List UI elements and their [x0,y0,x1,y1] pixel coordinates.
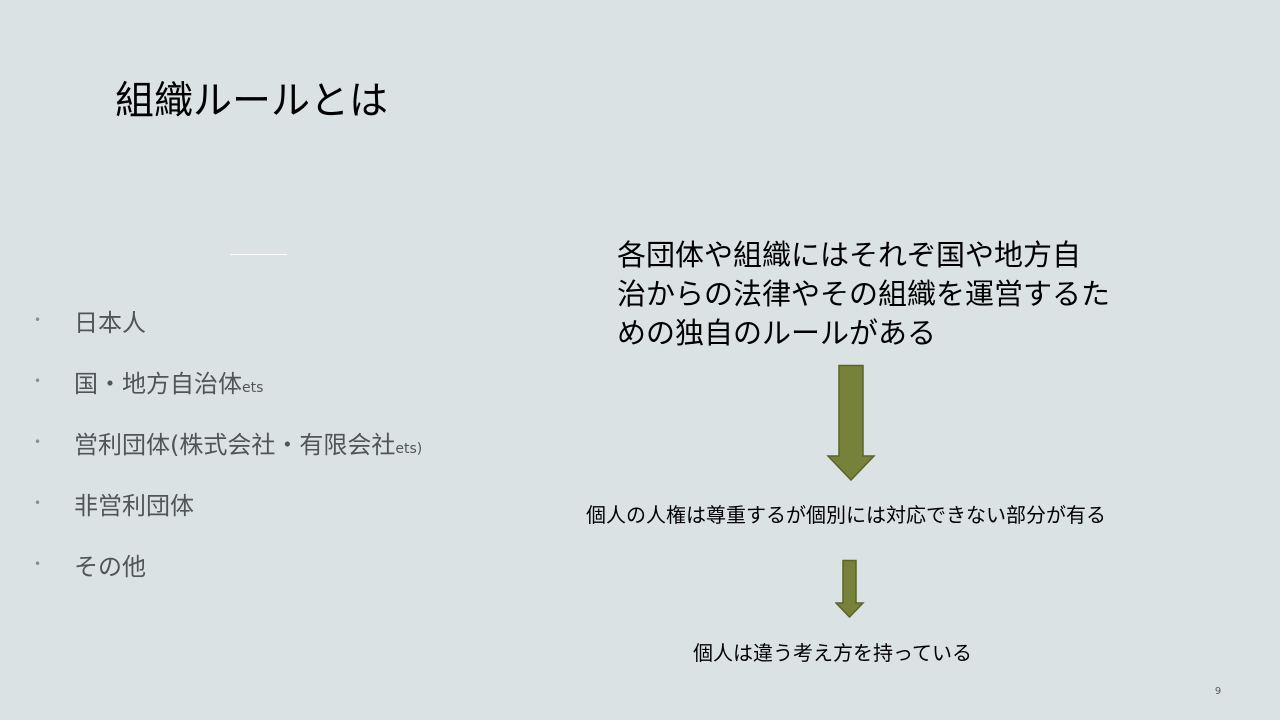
bullet-marker: • [34,435,42,449]
slide-title: 組織ルールとは [115,79,389,124]
bullet-text: 日本人 [74,305,146,345]
bullet-main: その他 [74,553,146,581]
bullet-main: 営利団体(株式会社・有限会社 [74,431,396,459]
bullet-text: 営利団体(株式会社・有限会社ets) [74,427,422,467]
main-statement-line: めの独自のルールがある [617,316,937,350]
main-statement-line: 各団体や組織にはそれぞ国や地方自 [617,238,1082,272]
down-arrow-small-shape [835,559,865,619]
statement-2: 個人は違う考え方を持っている [693,641,972,665]
main-statement: 各団体や組織にはそれぞ国や地方自 治からの法律やその組織を運営するた めの独自の… [617,236,1177,353]
bullet-main: 非営利団体 [74,492,194,520]
bullet-marker: • [34,496,42,510]
title-divider [230,254,287,255]
bullet-suffix: ets [242,380,264,396]
down-arrow-large-shape [826,364,876,482]
page-number: 9 [1214,686,1222,697]
bullet-main: 日本人 [74,309,146,337]
bullet-text: その他 [74,549,146,589]
bullet-suffix: ets) [395,441,423,457]
statement-1: 個人の人権は尊重するが個別には対応できない部分が有る [586,503,1106,527]
bullet-main: 国・地方自治体 [74,370,242,398]
down-arrow-small [835,559,865,619]
bullet-marker: • [34,313,42,327]
down-arrow-large [826,364,876,482]
main-statement-line: 治からの法律やその組織を運営するた [617,277,1111,311]
bullet-text: 国・地方自治体ets [74,366,263,406]
bullet-marker: • [34,374,42,388]
bullet-marker: • [34,557,42,571]
bullet-text: 非営利団体 [74,488,194,528]
